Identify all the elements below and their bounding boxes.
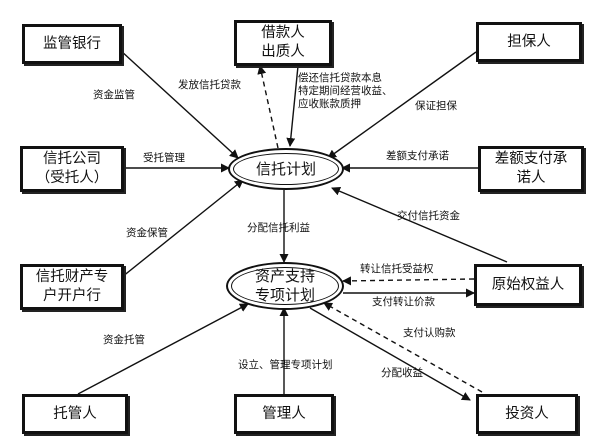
node-borrower-pledgor: 借款人 出质人 bbox=[234, 20, 332, 66]
edge-custodian-to-abs-plan bbox=[77, 303, 249, 395]
node-investor: 投资人 bbox=[476, 394, 578, 434]
edge-owner-to-abs-plan-dashed bbox=[342, 276, 475, 286]
label-pay-transfer-price: 支付转让价款 bbox=[372, 296, 435, 308]
label-transfer-beneficial-right: 转让信托受益权 bbox=[360, 263, 434, 275]
label-fund-custody: 资金托管 bbox=[103, 334, 145, 346]
label-setup-manage: 设立、管理专项计划 bbox=[238, 359, 333, 371]
label-distribute-income: 分配收益 bbox=[381, 367, 423, 379]
label-shortfall-commitment: 差额支付承诺 bbox=[386, 150, 449, 162]
label-pay-subscription: 支付认购款 bbox=[403, 327, 456, 339]
node-custodian: 托管人 bbox=[22, 394, 128, 434]
hub-trust-plan: 信托计划 bbox=[228, 148, 344, 190]
edge-investor-to-abs-plan bbox=[323, 302, 483, 393]
node-original-owner: 原始权益人 bbox=[474, 264, 582, 306]
label-deliver-trust-funds: 交付信托资金 bbox=[397, 210, 460, 222]
label-distribute-trust-income: 分配信托利益 bbox=[247, 222, 310, 234]
label-entrusted-management: 受托管理 bbox=[143, 152, 185, 164]
node-regulator-bank: 监管银行 bbox=[22, 24, 122, 64]
node-manager: 管理人 bbox=[234, 394, 334, 434]
label-fund-custody-trust: 资金保管 bbox=[126, 227, 168, 239]
hub-abs-plan-label: 资产支持 专项计划 bbox=[231, 267, 339, 305]
label-guarantee: 保证担保 bbox=[415, 100, 457, 112]
edge-regulator-to-trust-plan bbox=[119, 49, 239, 159]
edge-trust-plan-to-borrower bbox=[257, 65, 279, 149]
node-guarantor: 担保人 bbox=[476, 22, 582, 62]
label-fund-supervision: 资金监管 bbox=[93, 89, 135, 101]
edge-original-owner-to-trust-plan bbox=[331, 186, 508, 263]
node-trust-account-bank: 信托财产专 户开户行 bbox=[20, 264, 124, 310]
edge-trust-account-bank-to-trust-plan bbox=[121, 179, 244, 278]
label-issue-trust-loan: 发放信托贷款 bbox=[178, 79, 241, 91]
edge-guarantor-to-trust-plan bbox=[327, 51, 477, 159]
node-shortfall-payer: 差额支付承 诺人 bbox=[478, 146, 584, 192]
label-repay-and-pledge: 偿还信托贷款本息 特定期间经营收益、 应收账款质押 bbox=[298, 72, 393, 110]
hub-abs-plan: 资产支持 专项计划 bbox=[226, 262, 344, 310]
edge-borrower-to-trust-plan bbox=[286, 65, 299, 147]
hub-trust-plan-label: 信托计划 bbox=[233, 153, 339, 185]
edge-abs-plan-to-investor bbox=[309, 307, 471, 401]
node-trust-company: 信托公司 （受托人） bbox=[20, 146, 124, 192]
